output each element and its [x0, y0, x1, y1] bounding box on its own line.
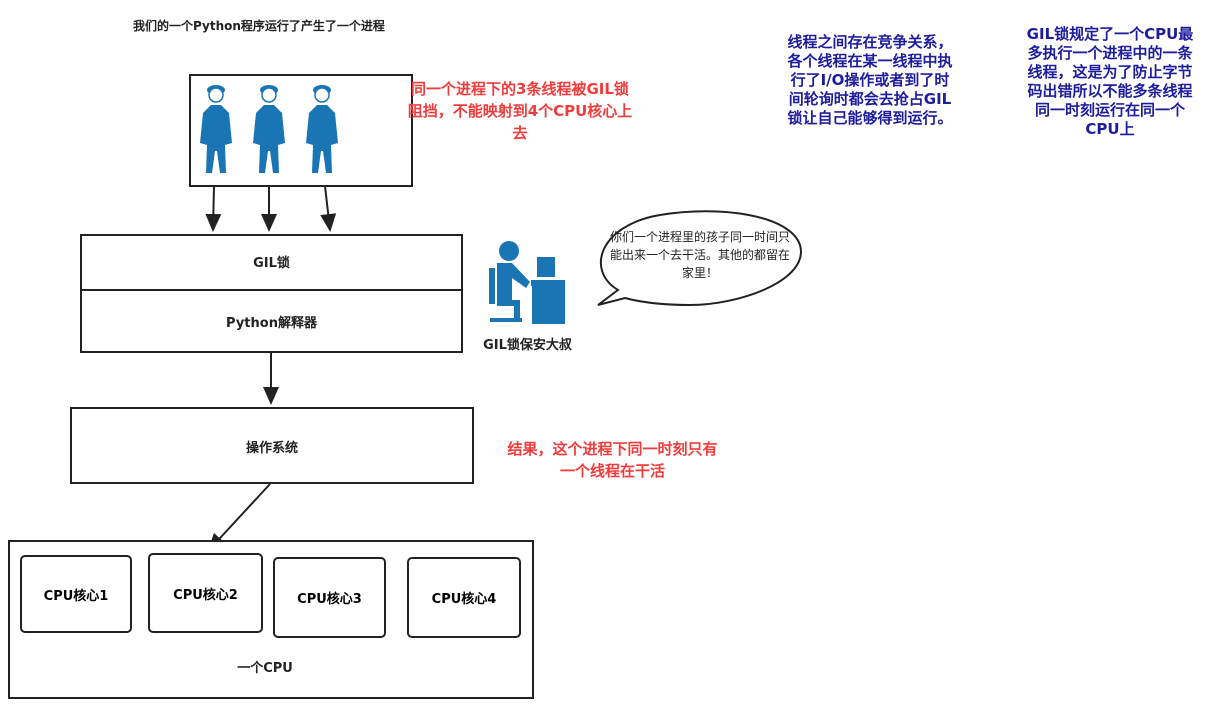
note-line: 各个线程在某一线程中执: [787, 52, 953, 70]
arrow: [205, 185, 222, 232]
note-line: 同一时刻运行在同一个: [1034, 101, 1185, 119]
note-line: 间轮询时都会去抢占GIL: [788, 90, 952, 108]
note-line: 去: [512, 124, 528, 142]
note-line: 锁让自己能够得到运行。: [787, 109, 953, 127]
note-line: 行了I/O操作或者到了时: [790, 71, 950, 89]
process-box: [189, 74, 413, 187]
cpu-core-1: CPU核心1: [20, 555, 132, 633]
note-line: 一个线程在干活: [559, 462, 665, 480]
os-label: 操作系统: [245, 441, 298, 456]
blue-note-gil-rule: GIL锁规定了一个CPU最 多执行一个进程中的一条 线程，这是为了防止字节 码出…: [1005, 25, 1215, 139]
divider: [82, 289, 461, 291]
arrow: [207, 483, 271, 552]
arrow: [320, 185, 337, 232]
thread-figure-icon: [252, 84, 286, 174]
speech-line: 你们一个进程里的孩子同一时间只: [609, 230, 790, 244]
note-line: 码出错所以不能多条线程: [1027, 82, 1193, 100]
speech-line: 家里！: [681, 266, 718, 280]
guard-worker-icon: [489, 241, 565, 324]
cpu-label: 一个CPU: [237, 661, 293, 676]
speech-line: 能出来一个去干活。其他的都留在: [609, 248, 790, 262]
red-note-result: 结果，这个进程下同一时刻只有 一个线程在干活: [480, 438, 745, 482]
note-line: 线程之间存在竞争关系，: [787, 33, 953, 51]
red-note-top: 同一个进程下的3条线程被GIL锁 阻挡，不能映射到4个CPU核心上 去: [380, 78, 660, 144]
note-line: GIL锁规定了一个CPU最: [1026, 25, 1194, 43]
thread-figure-icon: [305, 84, 339, 174]
speech-bubble: [597, 210, 802, 307]
note-line: 结果，这个进程下同一时刻只有: [507, 440, 718, 458]
cpu-box: 一个CPU: [8, 540, 534, 699]
note-line: 阻挡，不能映射到4个CPU核心上: [407, 102, 633, 120]
os-box: 操作系统: [70, 407, 474, 484]
gil-label: GIL锁: [253, 256, 290, 271]
thread-figure-icon: [199, 84, 233, 174]
note-line: CPU上: [1085, 120, 1135, 138]
blue-note-competition: 线程之间存在竞争关系， 各个线程在某一线程中执 行了I/O操作或者到了时 间轮询…: [770, 33, 970, 128]
guard-label: GIL锁保安大叔: [483, 338, 572, 353]
cpu-core-4: CPU核心4: [407, 557, 521, 638]
page-title: 我们的一个Python程序运行了产生了一个进程: [133, 19, 385, 33]
speech-text: 你们一个进程里的孩子同一时间只 能出来一个去干活。其他的都留在 家里！: [600, 228, 800, 282]
interpreter-label: Python解释器: [226, 316, 317, 331]
note-line: 多执行一个进程中的一条: [1027, 44, 1193, 62]
interpreter-box: GIL锁 Python解释器: [80, 234, 463, 353]
note-line: 同一个进程下的3条线程被GIL锁: [411, 80, 629, 98]
cpu-core-3: CPU核心3: [273, 557, 386, 638]
note-line: 线程，这是为了防止字节: [1027, 63, 1193, 81]
cpu-core-2: CPU核心2: [148, 553, 263, 633]
